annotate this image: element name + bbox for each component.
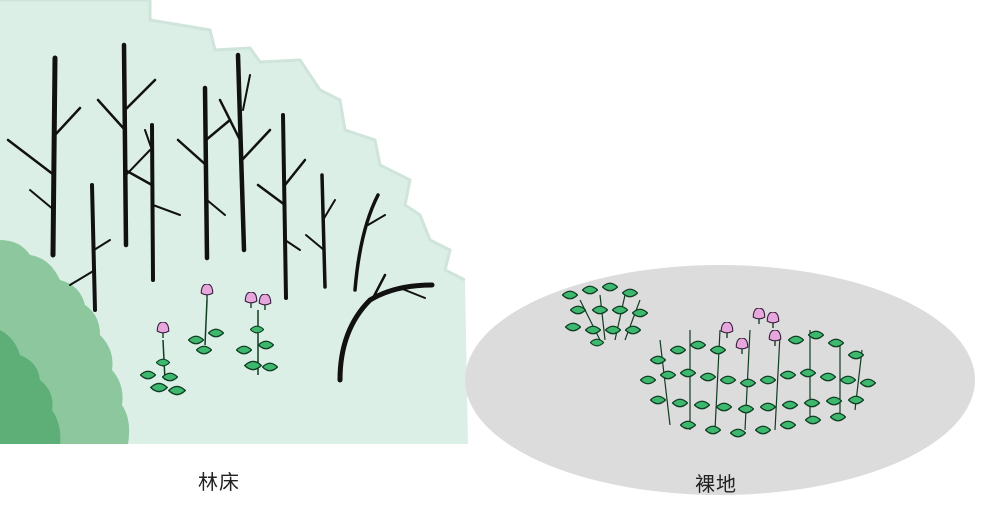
plant-cluster-small (562, 282, 648, 347)
forest-background (0, 0, 468, 444)
bare-ground-label: 裸地 (695, 472, 737, 496)
bare-tree-icon (6, 42, 435, 383)
shrub-icon (0, 240, 130, 444)
forest-floor-label: 林床 (198, 470, 240, 494)
flowering-plant-icon (140, 284, 278, 396)
plant-cluster-large (640, 308, 876, 438)
